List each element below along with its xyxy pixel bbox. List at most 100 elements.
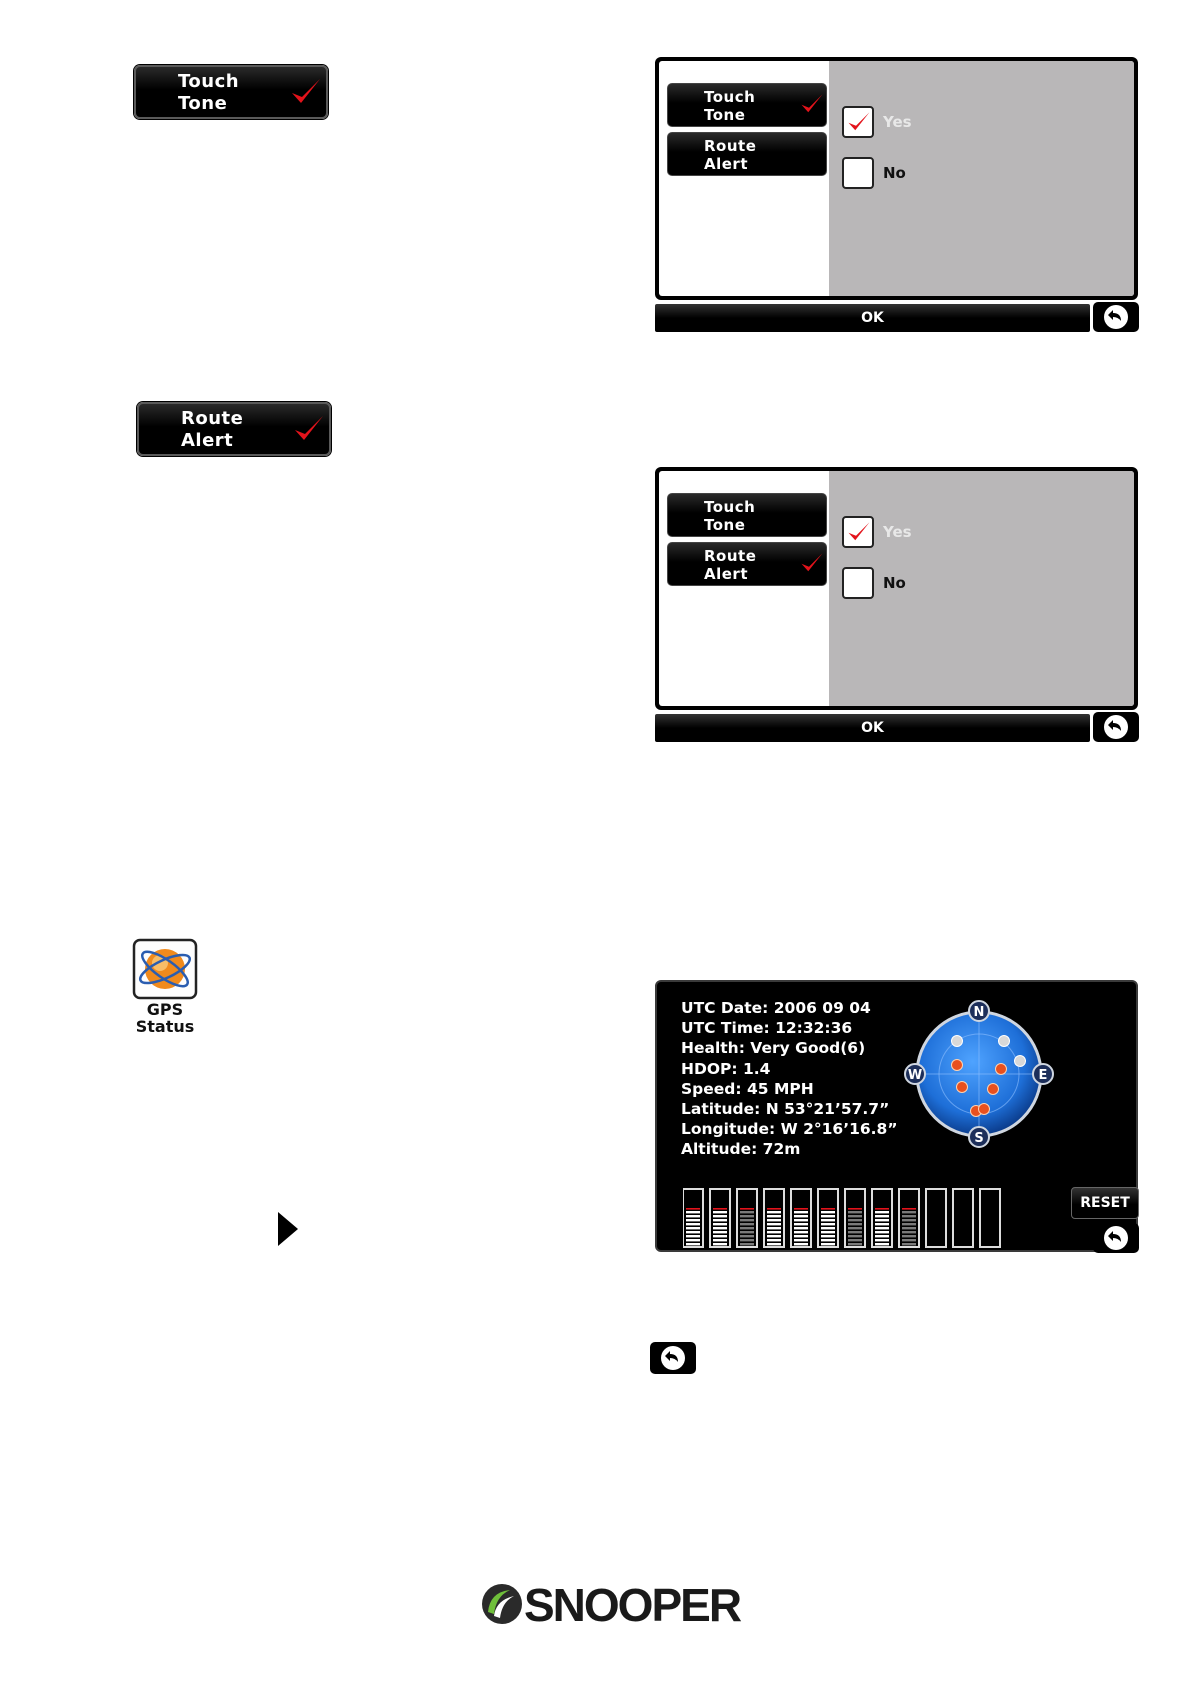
signal-bar-threshold xyxy=(794,1208,808,1210)
signal-bar-segment xyxy=(821,1239,835,1241)
snooper-logo: SNOOPER xyxy=(480,1580,720,1630)
signal-bar-threshold xyxy=(902,1208,916,1210)
route-alert-button[interactable]: Route Alert xyxy=(137,402,331,456)
signal-bar-segment xyxy=(713,1215,727,1217)
signal-bar-segment xyxy=(740,1239,754,1241)
signal-bar-segment xyxy=(875,1219,889,1221)
signal-bar-segment xyxy=(794,1219,808,1221)
signal-bar xyxy=(953,1189,973,1247)
signal-bar-segment xyxy=(767,1235,781,1237)
satellite-dot xyxy=(999,1036,1010,1047)
no-checkbox[interactable] xyxy=(842,157,874,189)
touch-tone-button[interactable]: Touch Tone xyxy=(134,65,328,119)
signal-bar-segment xyxy=(686,1235,700,1237)
signal-bar-segment xyxy=(848,1231,862,1233)
signal-bar-segment xyxy=(794,1227,808,1229)
gps-info-hdop: HDOP: 1.4 xyxy=(681,1059,898,1079)
signal-bar-segment xyxy=(740,1211,754,1213)
signal-bar-segment xyxy=(794,1235,808,1237)
signal-bar-segment xyxy=(848,1239,862,1241)
signal-bar-segment xyxy=(767,1219,781,1221)
signal-bar-segment xyxy=(821,1243,835,1245)
signal-bar-segment xyxy=(794,1211,808,1213)
gps-info-altitude: Altitude: 72m xyxy=(681,1139,898,1159)
signal-bar-segment xyxy=(686,1223,700,1225)
back-arrow-icon xyxy=(660,1345,686,1371)
signal-bar xyxy=(926,1189,946,1247)
signal-bar-segment xyxy=(740,1243,754,1245)
reset-button[interactable]: RESET xyxy=(1071,1187,1139,1219)
no-label: No xyxy=(883,164,906,182)
back-button[interactable] xyxy=(1093,712,1139,742)
signal-bar-segment xyxy=(821,1235,835,1237)
signal-bar-segment xyxy=(740,1219,754,1221)
signal-bar-segment xyxy=(713,1239,727,1241)
signal-bar-threshold xyxy=(686,1208,700,1210)
signal-bar-segment xyxy=(875,1223,889,1225)
signal-bar-segment xyxy=(821,1215,835,1217)
signal-bar-segment xyxy=(740,1235,754,1237)
gps-info-utc-time: UTC Time: 12:32:36 xyxy=(681,1018,898,1038)
signal-bar xyxy=(845,1189,865,1247)
signal-bar-segment xyxy=(794,1215,808,1217)
satellite-dot xyxy=(996,1064,1007,1075)
signal-bar-segment xyxy=(821,1219,835,1221)
signal-bar xyxy=(899,1189,919,1247)
signal-bar-segment xyxy=(686,1239,700,1241)
back-button[interactable] xyxy=(650,1342,696,1374)
signal-bar-segment xyxy=(875,1231,889,1233)
signal-bar-segment xyxy=(848,1243,862,1245)
signal-bar xyxy=(710,1189,730,1247)
no-checkbox[interactable] xyxy=(842,567,874,599)
signal-bar-threshold xyxy=(740,1208,754,1210)
signal-bar-segment xyxy=(902,1239,916,1241)
compass-e-label: E xyxy=(1039,1068,1048,1083)
back-button[interactable] xyxy=(1093,1223,1139,1253)
signal-bars xyxy=(683,1187,1013,1251)
signal-bar-segment xyxy=(848,1215,862,1217)
signal-bar-segment xyxy=(740,1223,754,1225)
gps-status-screen: UTC Date: 2006 09 04 UTC Time: 12:32:36 … xyxy=(655,980,1138,1252)
signal-bar-segment xyxy=(848,1227,862,1229)
signal-bar xyxy=(980,1189,1000,1247)
signal-bar-segment xyxy=(767,1211,781,1213)
ok-button[interactable]: OK xyxy=(655,304,1090,332)
signal-bar-segment xyxy=(794,1223,808,1225)
signal-bar-segment xyxy=(902,1235,916,1237)
back-arrow-icon xyxy=(1103,304,1129,330)
signal-bar-segment xyxy=(713,1211,727,1213)
yes-checkbox[interactable] xyxy=(842,516,874,548)
signal-bar-segment xyxy=(686,1243,700,1245)
signal-bar-segment xyxy=(902,1243,916,1245)
signal-bar-segment xyxy=(686,1231,700,1233)
signal-bar-segment xyxy=(902,1223,916,1225)
signal-bar-segment xyxy=(686,1219,700,1221)
signal-bar-segment xyxy=(794,1239,808,1241)
signal-bar-segment xyxy=(794,1243,808,1245)
signal-bar-segment xyxy=(902,1219,916,1221)
signal-bar-segment xyxy=(713,1235,727,1237)
signal-bar-segment xyxy=(875,1227,889,1229)
back-button[interactable] xyxy=(1093,302,1139,332)
signal-bar-segment xyxy=(821,1223,835,1225)
checkmark-icon xyxy=(847,520,871,544)
yes-checkbox[interactable] xyxy=(842,106,874,138)
signal-bar-segment xyxy=(713,1223,727,1225)
ok-button[interactable]: OK xyxy=(655,714,1090,742)
signal-bar-segment xyxy=(848,1235,862,1237)
touch-tone-label-1: Touch xyxy=(178,71,239,93)
signal-bar-segment xyxy=(713,1227,727,1229)
gps-info-list: UTC Date: 2006 09 04 UTC Time: 12:32:36 … xyxy=(681,998,898,1160)
signal-bar-segment xyxy=(875,1215,889,1217)
